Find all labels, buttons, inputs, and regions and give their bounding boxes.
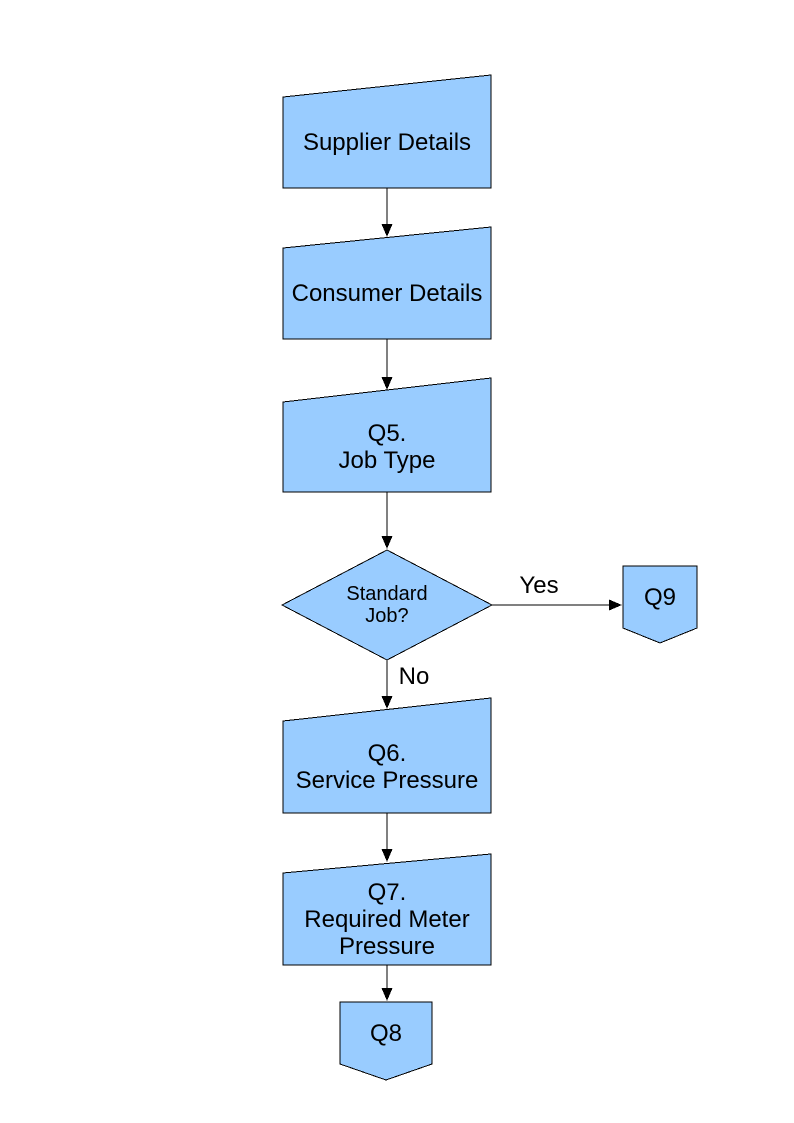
arrow-supplier-to-consumer <box>381 188 393 237</box>
q8-connector-shape <box>339 1001 433 1081</box>
arrow-q6-to-q7 <box>381 813 393 862</box>
consumer-details-shape <box>282 226 492 340</box>
arrow-decision-yes-to-q9 <box>492 599 622 611</box>
q6-service-pressure-shape <box>282 697 492 814</box>
standard-job-decision-shape <box>280 549 494 661</box>
q5-job-type-shape <box>282 377 492 493</box>
arrow-decision-no-to-q6 <box>381 660 393 709</box>
arrow-q7-to-q8 <box>381 965 393 1001</box>
supplier-details-shape <box>282 74 492 189</box>
arrow-consumer-to-q5 <box>381 339 393 390</box>
q7-required-meter-pressure-shape <box>282 853 492 966</box>
arrow-q5-to-decision <box>381 492 393 549</box>
q9-connector-shape <box>622 565 698 644</box>
